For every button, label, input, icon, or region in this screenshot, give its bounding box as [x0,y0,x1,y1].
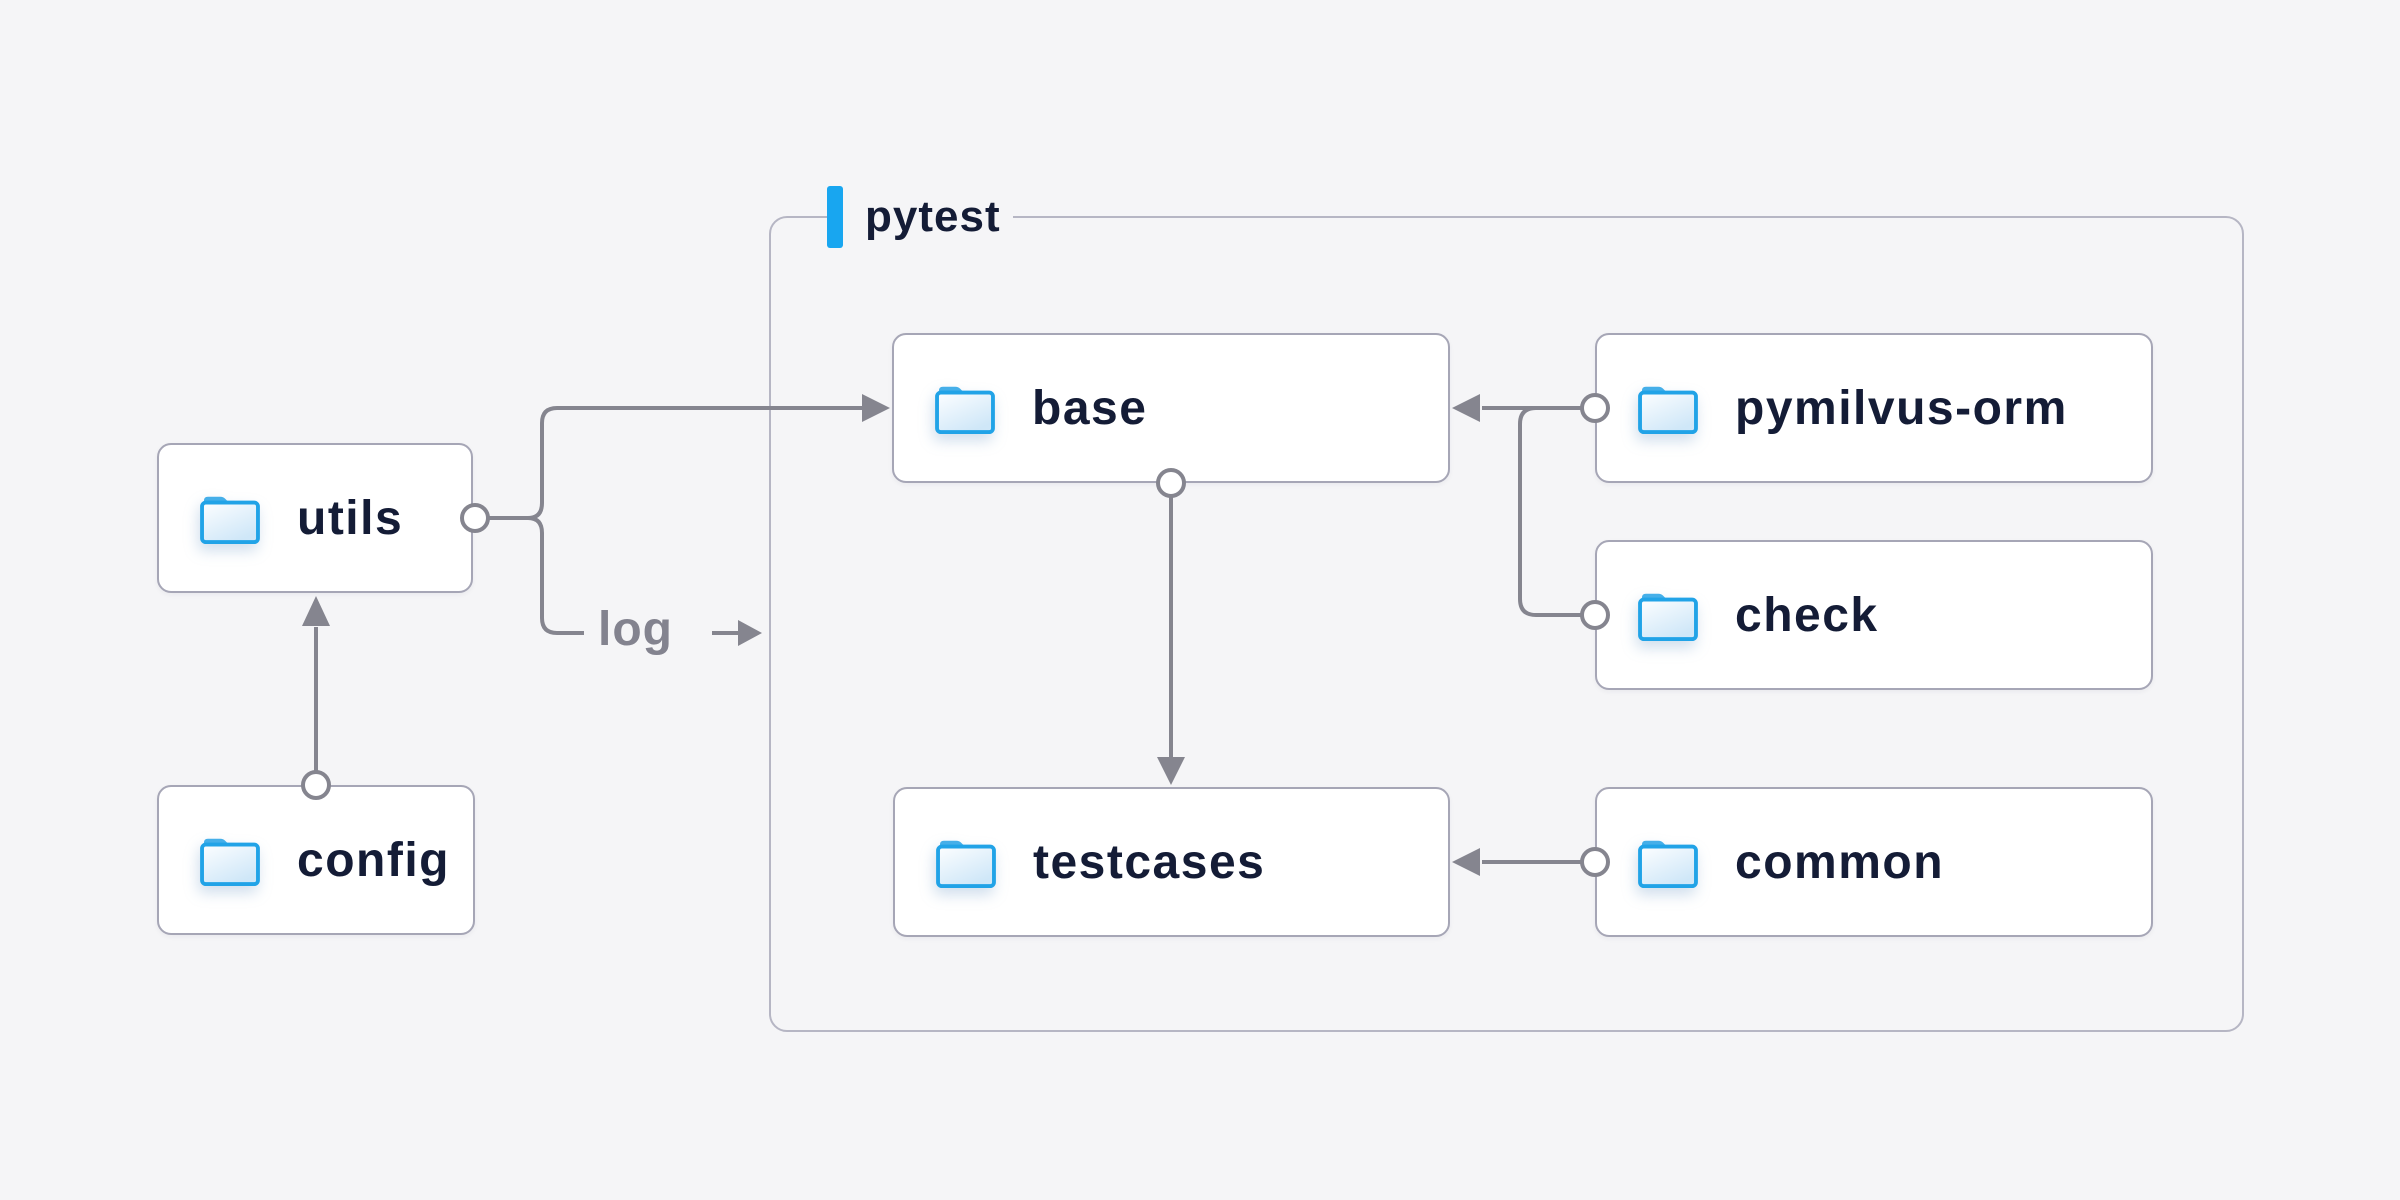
node-label: utils [297,491,404,545]
node-label: testcases [1033,835,1266,889]
folder-icon [197,833,263,887]
folder-icon [932,381,998,435]
node-label: common [1735,835,1945,889]
node-pymilvus-orm: pymilvus-orm [1595,333,2153,483]
pytest-label: pytest [827,183,1013,251]
pytest-container [769,216,2244,1032]
edge-utils-log-line [527,516,584,635]
node-base: base [892,333,1450,483]
node-testcases: testcases [893,787,1450,937]
node-check: check [1595,540,2153,690]
accent-bar [827,186,843,248]
folder-icon [1635,588,1701,642]
node-label: pymilvus-orm [1735,381,2068,435]
arrowhead-log [738,620,762,646]
node-utils: utils [157,443,473,593]
pytest-label-text: pytest [865,192,1001,241]
node-label: config [297,833,450,887]
arrowhead-into-utils [302,596,330,626]
folder-icon [197,491,263,545]
folder-icon [933,835,999,889]
node-config: config [157,785,475,935]
node-common: common [1595,787,2153,937]
log-edge-label: log [598,603,673,656]
node-label: check [1735,588,1879,642]
folder-icon [1635,381,1701,435]
folder-icon [1635,835,1701,889]
node-label: base [1032,381,1148,435]
